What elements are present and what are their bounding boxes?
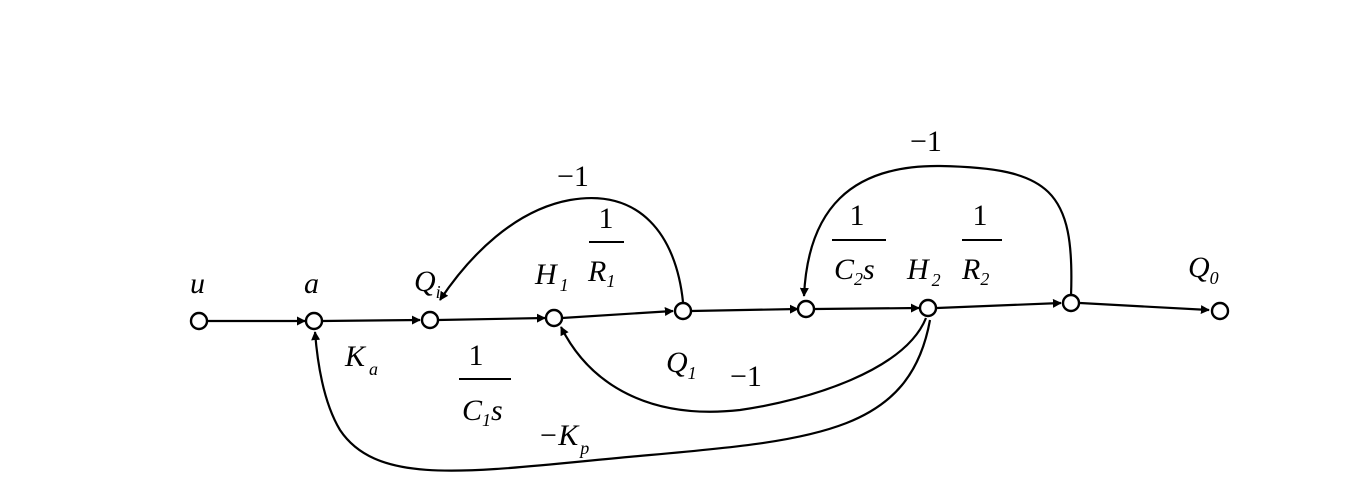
label-qo: Q0	[1188, 251, 1219, 288]
branch-h2-n7	[936, 298, 1062, 310]
gain-inv-r1: 1 R1	[587, 202, 624, 291]
svg-text:1: 1	[973, 199, 988, 232]
svg-text:C2s: C2s	[834, 253, 875, 289]
node-a	[304, 311, 324, 331]
node-u	[189, 311, 209, 331]
node-qo	[1210, 301, 1230, 321]
node-h2	[918, 298, 938, 318]
gain-inv-c1s: 1 C1s	[459, 339, 511, 430]
label-qi: Qi	[414, 265, 441, 302]
label-u: u	[190, 267, 205, 300]
branch-a-qi	[321, 315, 421, 325]
branch-h1-q1	[561, 307, 674, 320]
node-h1	[544, 308, 564, 328]
feedback-h2-to-a	[311, 319, 932, 472]
branch-n5-h2	[814, 303, 920, 313]
node-7	[1061, 293, 1081, 313]
label-a: a	[304, 267, 319, 300]
node-5	[796, 299, 816, 319]
gain-fb-top-right: −1	[910, 125, 942, 158]
label-q1: Q1	[666, 346, 697, 383]
node-q1	[673, 301, 693, 321]
feedback-n7-to-n5	[799, 164, 1073, 297]
gain-fb-top-left: −1	[557, 160, 589, 193]
svg-text:C1s: C1s	[462, 394, 503, 430]
svg-text:1: 1	[469, 339, 484, 372]
gain-fb-mid: −1	[730, 360, 762, 393]
gain-inv-r2: 1 R2	[961, 199, 1002, 289]
svg-text:R1: R1	[587, 255, 615, 291]
svg-text:1: 1	[850, 199, 865, 232]
svg-text:R2: R2	[961, 253, 989, 289]
branch-q1-n5	[690, 304, 799, 314]
svg-text:1: 1	[599, 202, 614, 235]
branch-qi-h1	[437, 313, 546, 323]
feedback-q1-to-qi	[439, 197, 685, 303]
node-qi	[420, 310, 440, 330]
feedback-h2-to-h1	[560, 317, 928, 413]
gain-inv-c2s: 1 C2s	[832, 199, 886, 289]
branch-n7-qo	[1079, 301, 1210, 315]
